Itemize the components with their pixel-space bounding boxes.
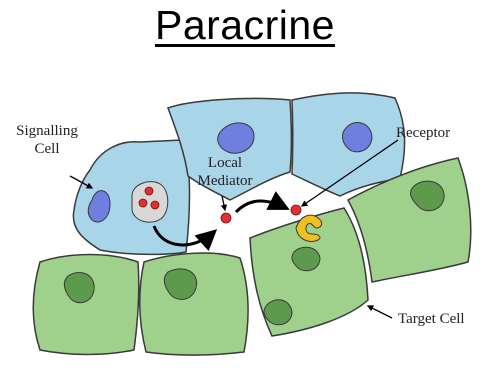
diffusion-arrow <box>236 201 286 212</box>
local-mediator-label: Local Mediator <box>186 154 264 190</box>
mediator-in-vesicle-3 <box>151 201 159 209</box>
target-cell-label: Target Cell <box>398 310 465 328</box>
receptor-label: Receptor <box>396 124 450 142</box>
bound-mediator <box>291 205 301 215</box>
local-mediator-label-line1: Local <box>186 154 264 172</box>
mediator-in-vesicle-1 <box>145 187 153 195</box>
signalling-cell <box>73 140 189 254</box>
nucleus-blue-right <box>343 123 372 152</box>
local-mediator-label-line2: Mediator <box>186 172 264 190</box>
target-cell-2 <box>140 253 248 355</box>
local-mediator-pointer <box>222 196 225 210</box>
target-cell-1 <box>33 255 139 355</box>
signalling-cell-label-line1: Signalling <box>12 122 82 140</box>
local-mediator-molecule <box>221 213 231 223</box>
target-cell-pointer <box>368 306 392 318</box>
mediator-in-vesicle-2 <box>139 199 147 207</box>
signalling-cell-label: Signalling Cell <box>12 122 82 158</box>
signalling-cell-label-line2: Cell <box>12 140 82 158</box>
